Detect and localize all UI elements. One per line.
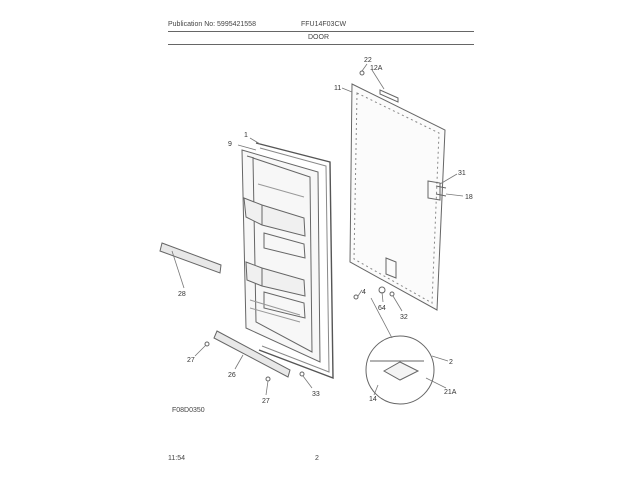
callout-labels: 22 12A 11 9 1 31 18 28 4 64 32 27 26 33 …	[178, 57, 473, 405]
callout-33: 33	[312, 391, 320, 398]
footer-time: 11:54	[168, 455, 185, 462]
callout-9: 9	[228, 141, 232, 148]
callout-27-lower: 27	[262, 398, 270, 405]
callout-18: 18	[465, 194, 473, 201]
publication-number: Publication No: 5995421558	[168, 21, 256, 28]
callout-11: 11	[334, 85, 341, 92]
page-number: 2	[315, 455, 319, 462]
callout-1: 1	[244, 132, 248, 139]
section-title: DOOR	[308, 34, 329, 41]
model-number: FFU14F03CW	[301, 21, 347, 28]
shelf-rail-28	[159, 242, 222, 274]
figure-code: F08D0350	[172, 407, 205, 414]
callout-64: 64	[378, 305, 386, 312]
callout-4: 4	[362, 289, 366, 296]
callout-31: 31	[458, 170, 466, 177]
nameplate-12a	[379, 89, 399, 103]
hinge-31	[427, 180, 441, 201]
callout-12a: 12A	[370, 65, 383, 72]
header-rule-top	[168, 31, 474, 32]
callout-27-upper: 27	[187, 357, 195, 364]
callout-28: 28	[178, 291, 186, 298]
outer-door-panel	[349, 83, 447, 311]
leader-lines	[171, 63, 464, 396]
callout-21a: 21A	[444, 389, 457, 396]
header-rule-bottom	[168, 44, 474, 45]
detail-circle	[365, 335, 435, 405]
callout-22: 22	[364, 57, 372, 64]
door-gasket	[255, 142, 334, 380]
callout-14: 14	[369, 396, 377, 403]
callout-26: 26	[228, 372, 236, 379]
door-liner	[241, 149, 321, 363]
callout-2: 2	[449, 359, 453, 366]
callout-32: 32	[400, 314, 408, 321]
bottom-rail-26	[213, 330, 291, 378]
